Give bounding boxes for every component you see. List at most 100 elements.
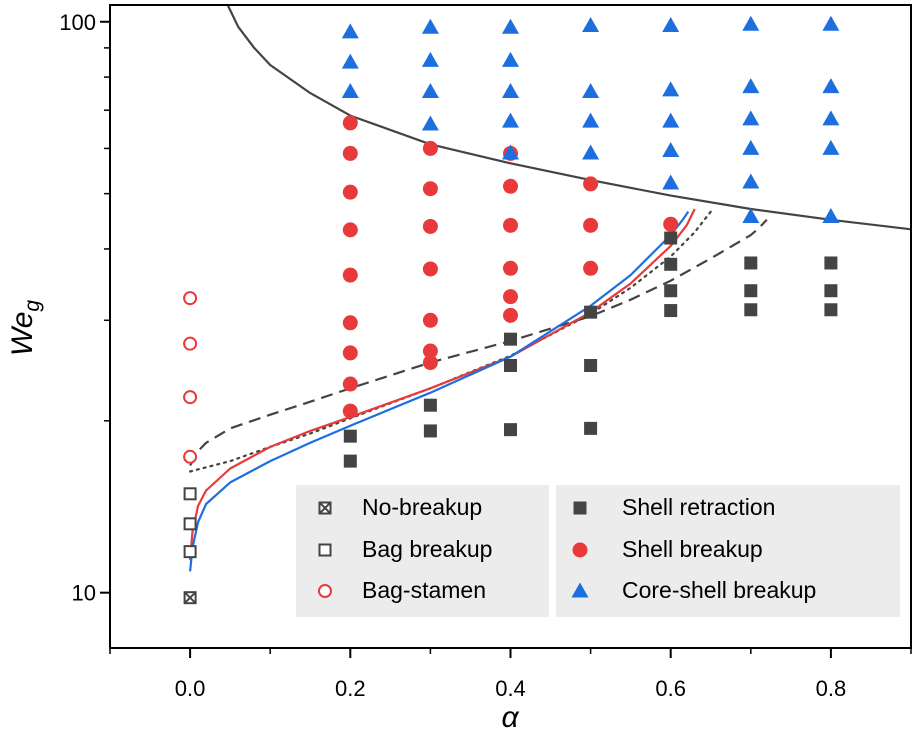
y-tick-label: 100 [59,10,96,35]
point-core-shell-breakup [662,81,680,97]
x-tick-label: 0.0 [175,676,206,701]
point-core-shell-breakup [341,82,359,98]
x-axis-title: α [501,701,519,733]
point-core-shell-breakup [502,144,519,160]
series-core-shell-breakup [341,15,840,223]
point-core-shell-breakup [502,82,519,98]
point-core-shell-breakup [742,78,760,94]
point-shell-retraction [423,424,437,438]
x-tick-label: 0.4 [495,676,526,701]
legend-marker-shell-retraction [573,501,587,515]
point-core-shell-breakup [822,15,840,31]
point-shell-retraction [664,284,678,298]
legend-item-core-shell-breakup: Core-shell breakup [571,577,816,603]
point-shell-breakup [422,343,438,359]
legend-label-no-breakup: No-breakup [362,494,482,520]
point-shell-breakup [342,345,358,361]
x-tick-label: 0.6 [655,676,686,701]
point-shell-retraction [824,303,838,317]
legend-label-bag-stamen: Bag-stamen [362,577,486,603]
point-core-shell-breakup [421,18,439,34]
point-core-shell-breakup [822,207,840,223]
point-shell-breakup [342,376,358,392]
point-shell-retraction [504,358,517,372]
point-core-shell-breakup [582,17,600,33]
point-shell-breakup [342,315,358,331]
point-shell-breakup [503,307,518,323]
point-core-shell-breakup [742,207,760,223]
point-shell-breakup [503,217,518,233]
plot-area [183,5,911,605]
legend-right-box [556,485,900,617]
point-shell-retraction [584,305,598,319]
point-shell-breakup [583,260,599,276]
boundary-curve-dotted-2 [189,210,712,473]
point-core-shell-breakup [421,82,439,98]
point-bag-breakup [183,517,197,531]
point-no-breakup [183,591,197,605]
point-core-shell-breakup [582,144,600,160]
series-bag-stamen [183,291,198,464]
point-core-shell-breakup [822,78,840,94]
point-shell-retraction [744,303,758,317]
point-shell-retraction [744,256,758,270]
point-shell-retraction [664,304,678,318]
point-shell-breakup [583,176,599,192]
legend-item-no-breakup: No-breakup [318,494,482,520]
point-core-shell-breakup [742,139,760,155]
point-bag-breakup [183,545,197,559]
point-shell-breakup [342,267,358,283]
point-shell-retraction [824,256,838,270]
point-shell-breakup [342,145,358,161]
boundary-curve-dashed-1 [189,219,768,467]
point-shell-retraction [343,454,357,468]
point-core-shell-breakup [742,173,760,189]
point-shell-breakup [342,222,358,238]
point-shell-breakup [342,115,358,131]
x-tick-label: 0.8 [816,676,847,701]
y-axis-title: Weg [6,300,44,356]
point-core-shell-breakup [341,23,359,39]
point-shell-breakup [342,403,358,419]
point-core-shell-breakup [421,51,439,67]
point-bag-breakup [183,487,197,501]
point-core-shell-breakup [502,112,519,128]
point-shell-breakup [422,355,438,371]
point-shell-retraction [504,332,517,346]
point-core-shell-breakup [502,18,519,34]
legend-marker-core-shell-breakup [571,582,589,598]
point-shell-breakup [503,289,518,305]
legend-label-core-shell-breakup: Core-shell breakup [622,577,816,603]
point-shell-breakup [422,181,438,197]
x-tick-label: 0.2 [335,676,366,701]
legends: No-breakup Bag breakup Bag-stamen Shell … [296,485,900,617]
legend-label-shell-breakup: Shell breakup [622,536,763,562]
point-core-shell-breakup [582,112,600,128]
series-bag-breakup [183,487,197,559]
point-core-shell-breakup [582,82,600,98]
point-shell-retraction [343,429,357,443]
legend-marker-bag-stamen [318,584,332,598]
series-shell-breakup [342,115,679,419]
point-shell-breakup [503,260,518,276]
legend-marker-bag-breakup [318,543,332,557]
point-core-shell-breakup [822,110,840,126]
point-bag-stamen [183,336,198,351]
legend-item-shell-breakup: Shell breakup [572,536,763,562]
point-shell-retraction [744,284,758,298]
data-points [183,15,840,605]
legend-item-shell-retraction: Shell retraction [573,494,775,520]
point-shell-retraction [584,358,598,372]
legend-label-bag-breakup: Bag breakup [362,536,492,562]
series-shell-retraction [343,231,838,468]
point-shell-retraction [824,284,838,298]
point-shell-breakup [663,216,679,232]
point-core-shell-breakup [421,115,439,131]
point-shell-breakup [342,184,358,200]
boundary-curve-solid-4 [189,210,690,572]
point-shell-breakup [422,261,438,277]
point-core-shell-breakup [662,112,680,128]
point-shell-retraction [664,257,678,271]
